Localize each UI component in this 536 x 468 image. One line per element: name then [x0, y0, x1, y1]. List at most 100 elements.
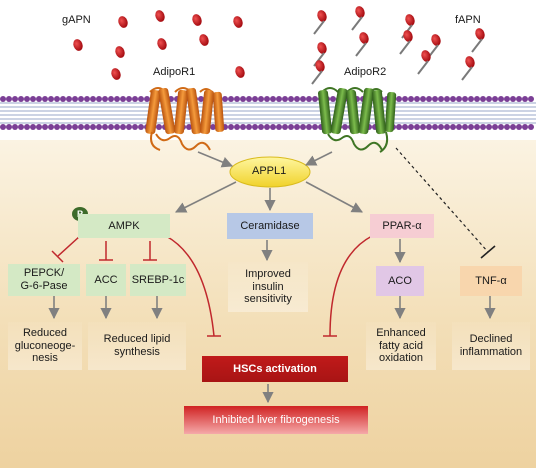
lipid-head: [300, 124, 306, 130]
gapn-molecule: [111, 68, 121, 80]
lipid-head: [510, 96, 516, 102]
lipid-head: [276, 96, 282, 102]
hsc-activation-node: HSCs activation: [202, 356, 348, 382]
adipor1-label: AdipoR1: [153, 66, 196, 78]
lipid-head: [522, 124, 528, 130]
lipid-head: [462, 96, 468, 102]
lipid-head: [468, 124, 474, 130]
inhibited-liver-fibrogenesis-node: Inhibited liver fibrogenesis: [184, 406, 368, 434]
lipid-head: [426, 96, 432, 102]
lipid-head: [282, 96, 288, 102]
reduced-gluconeogenesis-node: Reduced gluconeoge- nesis: [8, 322, 82, 370]
lipid-head: [48, 124, 54, 130]
lipid-head: [426, 124, 432, 130]
lipid-head: [144, 96, 150, 102]
lipid-head: [240, 124, 246, 130]
lipid-head: [450, 96, 456, 102]
lipid-head: [30, 96, 36, 102]
lipid-head: [12, 96, 18, 102]
gapn-molecule: [235, 66, 245, 78]
adipor1-receptor: [145, 87, 225, 151]
fapn-ligand-group: [311, 6, 485, 85]
fapn-collagen-tail: [311, 70, 323, 85]
lipid-head: [60, 124, 66, 130]
lipid-head: [300, 96, 306, 102]
lipid-head: [42, 124, 48, 130]
lipid-head: [444, 124, 450, 130]
adipor2-tnf-inhibition: [395, 147, 496, 259]
lipid-head: [138, 96, 144, 102]
lipid-head: [12, 124, 18, 130]
lipid-head: [24, 96, 30, 102]
lipid-head: [516, 124, 522, 130]
lipid-head: [54, 96, 60, 102]
reduced-lipid-synthesis-node: Reduced lipid synthesis: [88, 322, 186, 370]
lipid-head: [108, 96, 114, 102]
pepck-g6pase-node: PEPCK/ G-6-Pase: [8, 264, 80, 296]
fapn-molecule: [315, 60, 325, 72]
lipid-head: [486, 124, 492, 130]
lipid-head: [312, 96, 318, 102]
lipid-head: [414, 96, 420, 102]
fapn-collagen-tail: [355, 42, 367, 57]
lipid-head: [132, 96, 138, 102]
lipid-head: [132, 124, 138, 130]
lipid-head: [252, 124, 258, 130]
srebp-1c-node: SREBP-1c: [130, 264, 186, 296]
lipid-head: [492, 124, 498, 130]
lipid-head: [72, 124, 78, 130]
lipid-head: [396, 124, 402, 130]
fapn-molecule: [317, 42, 327, 54]
lipid-head: [270, 96, 276, 102]
membrane-inner-heads: [0, 124, 534, 130]
lipid-head: [456, 124, 462, 130]
lipid-head: [438, 124, 444, 130]
fapn-collagen-tail: [351, 16, 363, 31]
gapn-label: gAPN: [62, 14, 91, 26]
declined-inflammation-node: Declined inflammation: [452, 322, 530, 370]
lipid-head: [486, 96, 492, 102]
lipid-head: [36, 96, 42, 102]
gapn-molecule: [199, 34, 209, 46]
lipid-head: [78, 96, 84, 102]
fapn-molecule: [475, 28, 485, 40]
lipid-head: [252, 96, 258, 102]
gapn-molecule: [73, 39, 83, 51]
lipid-head: [504, 124, 510, 130]
lipid-head: [294, 124, 300, 130]
lipid-head: [438, 96, 444, 102]
lipid-head: [234, 96, 240, 102]
fapn-molecule: [359, 32, 369, 44]
appl1-label: APPL1: [252, 165, 287, 177]
lipid-head: [66, 124, 72, 130]
gapn-molecule: [157, 38, 167, 50]
lipid-head: [48, 96, 54, 102]
lipid-head: [234, 124, 240, 130]
adipor2-receptor: [318, 87, 397, 153]
lipid-head: [282, 124, 288, 130]
lipid-head: [0, 96, 6, 102]
lipid-head: [474, 124, 480, 130]
lipid-head: [246, 124, 252, 130]
lipid-head: [492, 96, 498, 102]
lipid-head: [474, 96, 480, 102]
adipor2-label: AdipoR2: [344, 66, 387, 78]
lipid-head: [516, 96, 522, 102]
fapn-molecule: [465, 56, 475, 68]
gapn-molecule: [118, 16, 128, 28]
gapn-molecule: [233, 16, 243, 28]
lipid-head: [258, 124, 264, 130]
lipid-head: [498, 124, 504, 130]
lipid-head: [96, 124, 102, 130]
lipid-head: [84, 96, 90, 102]
lipid-head: [270, 124, 276, 130]
lipid-head: [84, 124, 90, 130]
lipid-head: [228, 96, 234, 102]
lipid-head: [78, 124, 84, 130]
gapn-ligand-group: [73, 10, 245, 80]
lipid-head: [108, 124, 114, 130]
lipid-head: [504, 96, 510, 102]
lipid-head: [294, 96, 300, 102]
